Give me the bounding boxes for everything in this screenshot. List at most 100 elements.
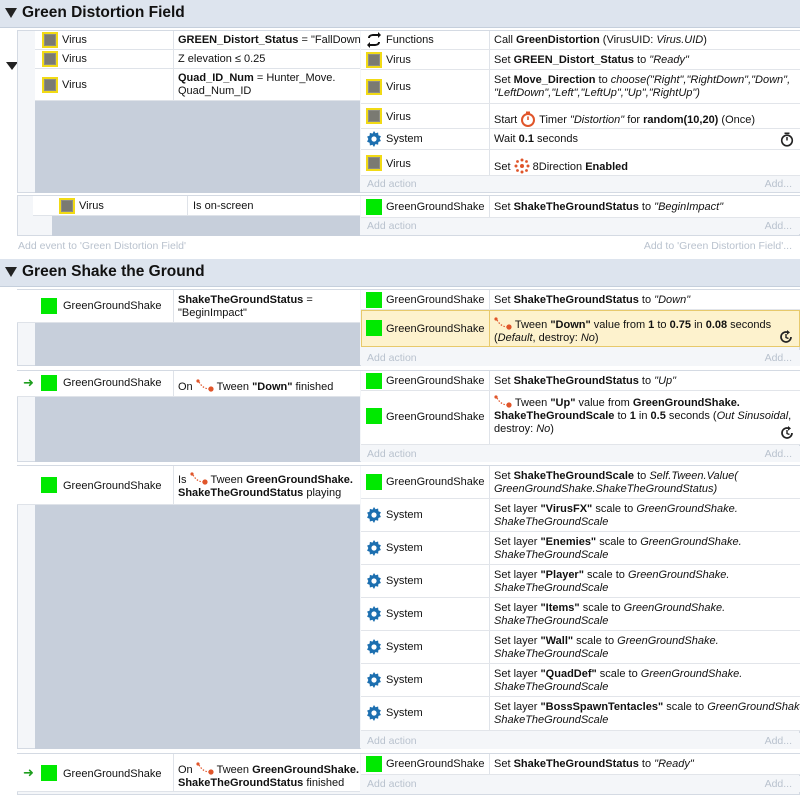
greengroundshake-object-icon bbox=[366, 320, 382, 336]
action-row[interactable]: GreenGroundShake Tween "Up" value from G… bbox=[361, 391, 800, 445]
action-object: GreenGroundShake bbox=[386, 201, 485, 213]
action-text: Tween "Up" value from GreenGroundShake.S… bbox=[494, 395, 792, 435]
action-text: Tween "Down" value from 1 to 0.75 in 0.0… bbox=[494, 317, 772, 344]
condition-text: GREEN_Distort_Status = "FallDown" bbox=[178, 34, 365, 46]
action-row[interactable]: System Set layer "Items" scale to GreenG… bbox=[361, 598, 800, 631]
condition-row[interactable]: Virus GREEN_Distort_Status = "FallDown" bbox=[35, 31, 365, 50]
action-row[interactable]: Functions Call GreenDistortion (VirusUID… bbox=[361, 31, 800, 50]
action-text: Set ShakeTheGroundScale to Self.Tween.Va… bbox=[494, 470, 738, 495]
greengroundshake-object-icon bbox=[366, 292, 382, 308]
greengroundshake-object-icon bbox=[366, 408, 382, 424]
action-text: Set ShakeTheGroundStatus to "Down" bbox=[494, 294, 691, 306]
action-text: Set ShakeTheGroundStatus to "BeginImpact… bbox=[494, 201, 724, 213]
virus-object-icon bbox=[366, 155, 382, 171]
virus-object-icon bbox=[42, 32, 58, 48]
condition-object: Virus bbox=[62, 34, 87, 46]
condition-row[interactable]: Virus Quad_ID_Num = Hunter_Move.Quad_Num… bbox=[35, 69, 360, 101]
action-object: GreenGroundShake bbox=[386, 294, 485, 306]
action-text: Set layer "BossSpawnTentacles" scale to … bbox=[494, 701, 800, 726]
action-text: Set ShakeTheGroundStatus to "Ready" bbox=[494, 758, 694, 770]
add-to-group-link[interactable]: Add to 'Green Distortion Field'... bbox=[643, 240, 792, 252]
action-object: System bbox=[386, 509, 423, 521]
action-row[interactable]: GreenGroundShake Set ShakeTheGroundStatu… bbox=[361, 196, 800, 218]
condition-row[interactable]: Virus Z elevation ≤ 0.25 bbox=[35, 50, 360, 69]
action-object: System bbox=[386, 641, 423, 653]
condition-row[interactable]: GreenGroundShake ShakeTheGroundStatus ="… bbox=[17, 290, 360, 323]
action-row[interactable]: GreenGroundShake Set ShakeTheGroundStatu… bbox=[361, 371, 800, 391]
condition-row[interactable]: ➜ GreenGroundShake On Tween "Down" finis… bbox=[17, 371, 360, 397]
system-gear-icon bbox=[367, 540, 381, 556]
action-row[interactable]: System Set layer "QuadDef" scale to Gree… bbox=[361, 664, 800, 697]
greengroundshake-object-icon bbox=[366, 756, 382, 772]
action-object: System bbox=[386, 542, 423, 554]
action-text: Set Move_Direction to choose("Right","Ri… bbox=[494, 74, 791, 99]
action-text: Set layer "Items" scale to GreenGroundSh… bbox=[494, 602, 726, 627]
wait-for-completion-icon bbox=[781, 426, 793, 439]
action-text: Wait 0.1 seconds bbox=[494, 133, 578, 145]
event-4-fill bbox=[35, 397, 360, 462]
virus-object-icon bbox=[59, 198, 75, 214]
group-title: Green Distortion Field bbox=[22, 4, 185, 21]
action-row[interactable]: System Set layer "Player" scale to Green… bbox=[361, 565, 800, 598]
group-header-green-distortion-field[interactable]: Green Distortion Field bbox=[0, 0, 800, 28]
system-gear-icon bbox=[367, 131, 381, 147]
action-row[interactable]: System Set layer "Wall" scale to GreenGr… bbox=[361, 631, 800, 664]
action-text: Set ShakeTheGroundStatus to "Up" bbox=[494, 375, 677, 387]
condition-object: GreenGroundShake bbox=[63, 300, 162, 312]
greengroundshake-object-icon bbox=[41, 765, 57, 781]
action-object: System bbox=[386, 575, 423, 587]
action-object: Functions bbox=[386, 34, 434, 46]
action-text: Start Timer "Distortion" for random(10,2… bbox=[494, 111, 755, 127]
action-object: System bbox=[386, 707, 423, 719]
action-row-selected[interactable]: GreenGroundShake Tween "Down" value from… bbox=[361, 310, 800, 347]
greengroundshake-object-icon bbox=[366, 199, 382, 215]
action-row[interactable]: Virus Start Timer "Distortion" for rando… bbox=[361, 104, 800, 129]
event-3-fill bbox=[35, 323, 360, 366]
condition-text: ShakeTheGroundStatus ="BeginImpact" bbox=[178, 294, 313, 319]
event-1-fill bbox=[35, 101, 360, 193]
add-event-link[interactable]: Add event to 'Green Distortion Field' bbox=[18, 240, 187, 252]
greengroundshake-object-icon bbox=[366, 373, 382, 389]
virus-object-icon bbox=[366, 79, 382, 95]
condition-row[interactable]: ➜ GreenGroundShake On Tween GreenGroundS… bbox=[17, 754, 360, 792]
action-row[interactable]: System Set layer "Enemies" scale to Gree… bbox=[361, 532, 800, 565]
group-header-green-shake-the-ground[interactable]: Green Shake the Ground bbox=[0, 259, 800, 287]
action-text: Set GREEN_Distort_Status to "Ready" bbox=[494, 54, 689, 66]
action-row[interactable]: GreenGroundShake Set ShakeTheGroundScale… bbox=[361, 466, 800, 499]
action-row[interactable]: Virus Set 8Direction Enabled bbox=[361, 150, 800, 176]
condition-object: Virus bbox=[62, 53, 87, 65]
action-object: Virus bbox=[386, 54, 411, 66]
action-object: System bbox=[386, 608, 423, 620]
collapse-triangle-icon[interactable] bbox=[5, 8, 17, 18]
action-object: GreenGroundShake bbox=[386, 411, 485, 423]
condition-text: On Tween "Down" finished bbox=[178, 379, 334, 393]
action-row[interactable]: Virus Set GREEN_Distort_Status to "Ready… bbox=[361, 50, 800, 70]
action-row[interactable]: GreenGroundShake Set ShakeTheGroundStatu… bbox=[361, 290, 800, 310]
action-row[interactable]: System Set layer "BossSpawnTentacles" sc… bbox=[361, 697, 800, 731]
condition-row[interactable]: Virus Is on-screen bbox=[33, 196, 360, 216]
system-gear-icon bbox=[367, 639, 381, 655]
system-gear-icon bbox=[367, 705, 381, 721]
action-row[interactable]: Virus Set Move_Direction to choose("Righ… bbox=[361, 70, 800, 104]
condition-text: Z elevation ≤ 0.25 bbox=[178, 53, 266, 65]
trigger-arrow-icon: ➜ bbox=[23, 765, 34, 780]
event-collapse-icon[interactable] bbox=[6, 62, 18, 70]
action-row[interactable]: GreenGroundShake Set ShakeTheGroundStatu… bbox=[361, 754, 800, 775]
action-text: Set layer "QuadDef" scale to GreenGround… bbox=[494, 668, 743, 693]
tween-icon bbox=[196, 379, 214, 392]
action-object: GreenGroundShake bbox=[386, 758, 485, 770]
action-text: Call GreenDistortion (VirusUID: Virus.UI… bbox=[494, 34, 707, 46]
action-row[interactable]: System Set layer "VirusFX" scale to Gree… bbox=[361, 499, 800, 532]
collapse-triangle-icon[interactable] bbox=[5, 267, 17, 277]
timer-icon bbox=[521, 111, 536, 127]
action-row[interactable]: System Wait 0.1 seconds bbox=[361, 129, 800, 150]
action-object: GreenGroundShake bbox=[386, 375, 485, 387]
condition-row[interactable]: GreenGroundShake Is Tween GreenGroundSha… bbox=[17, 466, 360, 505]
condition-object: Virus bbox=[79, 200, 104, 212]
